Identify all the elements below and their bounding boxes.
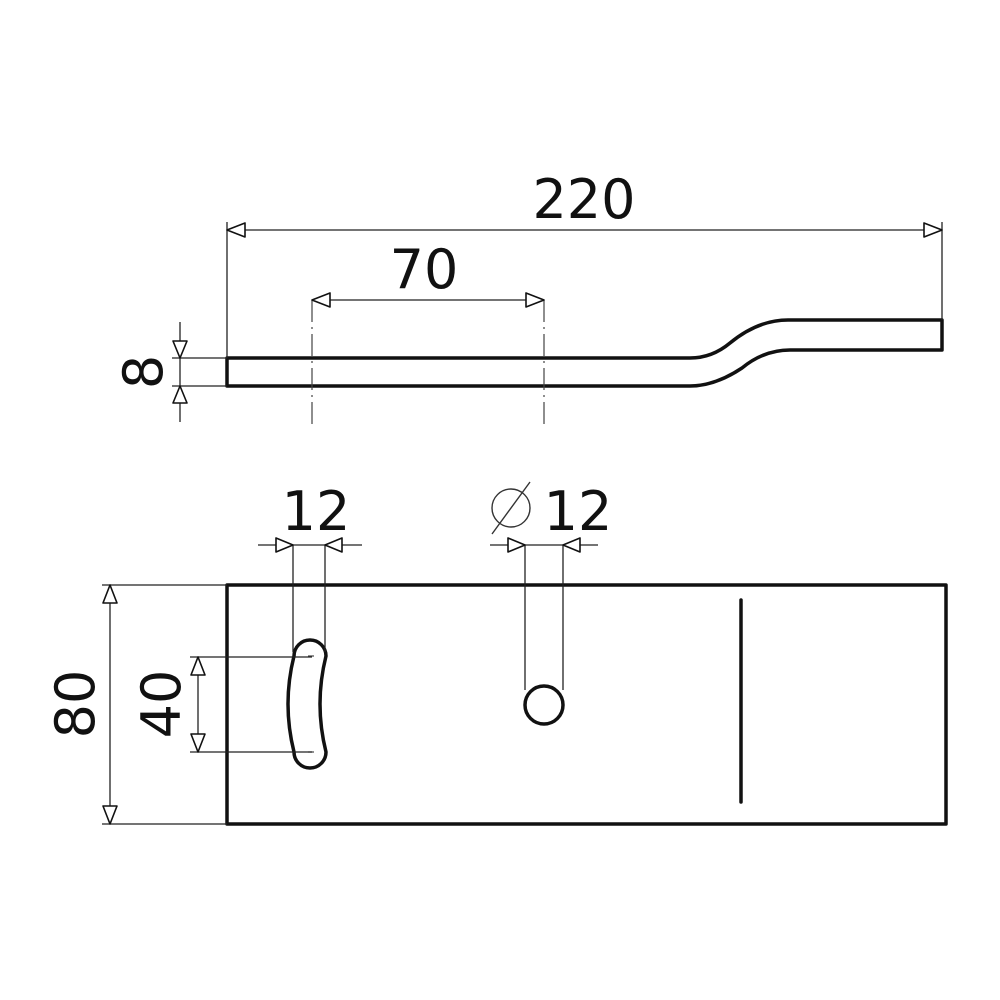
dimension-hole-spacing: 70	[311, 238, 545, 308]
plan-view: 12 ∅ 12 80	[0, 0, 948, 826]
dimension-overall-length: 220	[226, 168, 943, 358]
side-profile-outline	[225, 318, 944, 388]
side-view: 220 70 8	[112, 168, 944, 425]
dimension-hole-diameter: ∅ 12	[0, 0, 613, 690]
dim-text-70: 70	[390, 238, 459, 301]
diameter-symbol-icon	[491, 481, 531, 535]
dim-text-8: 8	[112, 355, 175, 389]
dimension-slot-length: 40	[130, 656, 312, 753]
curved-slot	[286, 638, 328, 770]
dim-text-220: 220	[532, 168, 635, 231]
dimension-slot-width: 12	[258, 480, 362, 652]
dim-text-diameter-symbol: ∅	[0, 0, 1, 1]
dimension-overall-width: 80	[44, 584, 227, 825]
dim-text-slot-12: 12	[282, 480, 351, 543]
round-hole	[523, 684, 565, 726]
plate-outline	[225, 583, 948, 826]
dim-text-hole-12: 12	[544, 480, 613, 543]
dim-text-80: 80	[44, 670, 107, 739]
dimension-thickness: 8	[112, 322, 227, 422]
dim-text-40: 40	[130, 670, 193, 739]
